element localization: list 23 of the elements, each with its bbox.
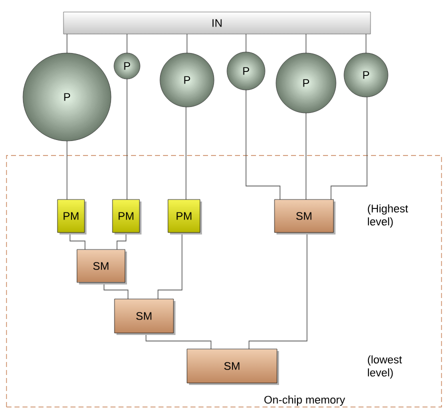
bus-bar: IN [63,12,371,34]
connector-line [70,232,86,250]
memory-box: PM [112,199,142,234]
connector-line [66,34,68,54]
connector-line [66,140,68,200]
connector-line [126,78,128,200]
connector-line [146,332,212,350]
memory-box: PM [168,199,202,234]
level-note: (lowest level) [368,355,402,379]
connector-line [248,232,308,350]
memory-box: SM [76,249,127,284]
level-note: (Highest level) [368,204,408,228]
connector-line [158,232,182,300]
connector-line [116,232,126,250]
connector-line [330,96,368,200]
connector-line [186,34,188,54]
memory-box: SM [186,348,279,385]
connector-line [126,34,128,54]
memory-box: SM [274,199,336,234]
memory-box: PM [57,199,86,234]
memory-box: SM [114,298,176,335]
connector-line [104,282,128,300]
connector-line [246,90,280,200]
